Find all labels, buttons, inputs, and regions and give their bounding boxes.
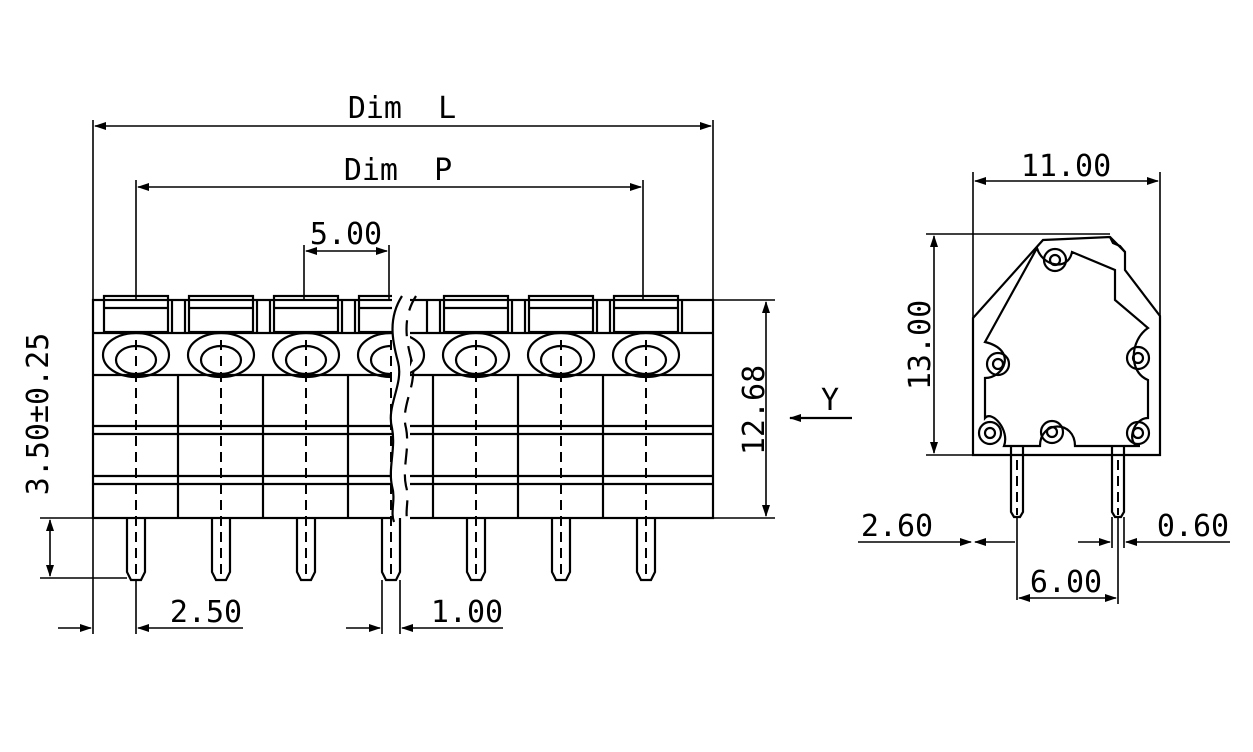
side-width-label: 11.00 xyxy=(1021,149,1111,184)
front-view: Dim L Dim P 5.00 12.68 Y xyxy=(21,91,852,634)
side-pin-thickness-label: 0.60 xyxy=(1157,509,1229,544)
dim-l-dimension: Dim L xyxy=(92,91,714,300)
view-marker-label: Y xyxy=(821,383,839,418)
side-housing-outline xyxy=(971,235,1162,457)
side-height-dimension: 13.00 xyxy=(903,233,1110,456)
dim-p-label: Dim P xyxy=(344,153,452,188)
pitch-dimension: 5.00 xyxy=(303,217,390,300)
side-width-dimension: 11.00 xyxy=(972,149,1161,455)
side-height-label: 13.00 xyxy=(903,300,938,390)
wire-entry-holes xyxy=(101,331,681,379)
side-offset-label: 2.60 xyxy=(861,509,933,544)
side-pin-spacing-dimension: 6.00 xyxy=(1018,517,1119,604)
side-view: 11.00 13.00 2.60 0.60 6.00 xyxy=(858,149,1230,604)
dim-l-label: Dim L xyxy=(348,91,456,126)
pin-length-dimension: 3.50±0.25 xyxy=(21,333,127,579)
pin-centre-lines xyxy=(135,340,647,578)
pin-length-label: 3.50±0.25 xyxy=(21,333,56,496)
height-dimension: 12.68 xyxy=(713,299,775,519)
pin-offset-dimension: 2.50 xyxy=(58,518,243,634)
pin-width-label: 1.00 xyxy=(431,595,503,630)
side-pin-thickness-dimension: 0.60 xyxy=(1078,509,1230,548)
view-marker: Y xyxy=(789,383,852,422)
pins xyxy=(125,518,657,582)
side-pins xyxy=(1009,446,1126,519)
side-pin-centre-lines xyxy=(1016,460,1119,515)
side-pin-spacing-label: 6.00 xyxy=(1030,565,1102,600)
pitch-label: 5.00 xyxy=(310,217,382,252)
dim-p-dimension: Dim P xyxy=(135,153,644,300)
side-offset-dimension: 2.60 xyxy=(858,509,1018,600)
pin-width-dimension: 1.00 xyxy=(346,580,503,634)
pin-offset-label: 2.50 xyxy=(170,595,242,630)
mounting-holes xyxy=(977,247,1151,446)
height-label: 12.68 xyxy=(737,365,772,455)
